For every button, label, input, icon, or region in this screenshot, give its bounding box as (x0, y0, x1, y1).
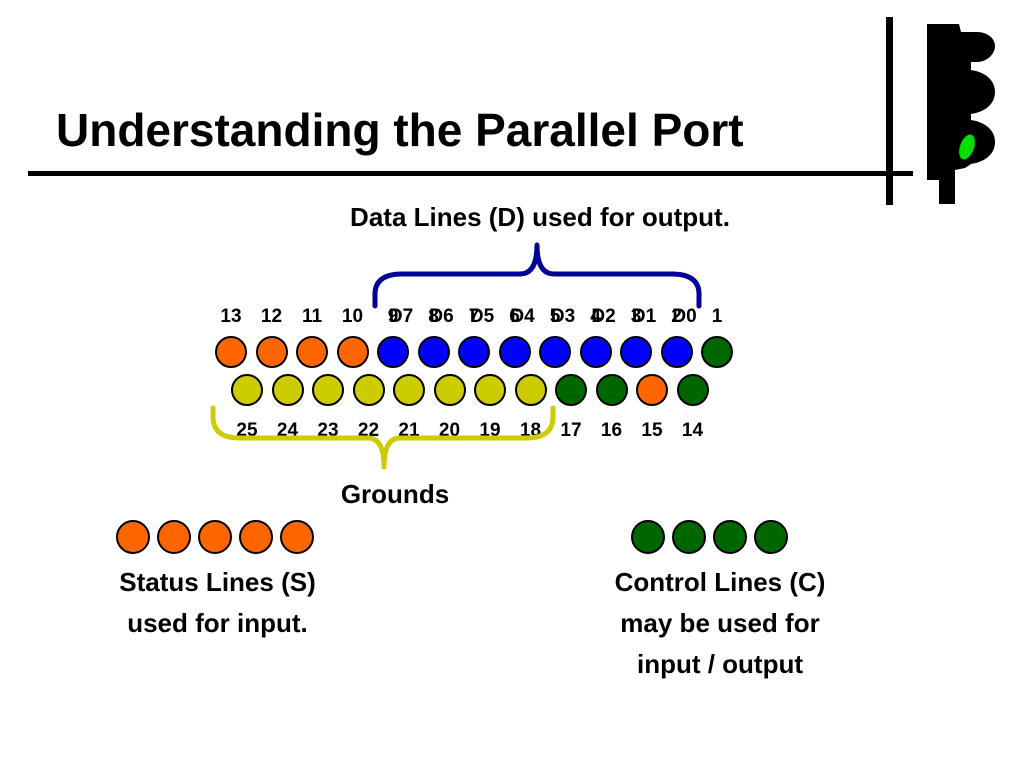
pin-number-label: 3 (630, 306, 642, 327)
pin-circle-status (296, 336, 328, 368)
status-legend-circle (116, 520, 150, 554)
pin-circle-data (498, 336, 531, 368)
data-lines-caption: Data Lines (D) used for output. (350, 202, 730, 232)
control-legend-circle (713, 520, 747, 554)
pin-circle-data (458, 336, 490, 368)
pin-number-label: 8 (428, 306, 439, 327)
pin-number-label: 6 (509, 306, 520, 327)
data-line-label: D5 (469, 306, 495, 327)
pin-circle-status (636, 374, 668, 406)
pin-number-label: 15 (641, 420, 663, 441)
status-lines-caption: Status Lines (S) used for input. (40, 562, 395, 644)
pin-number-label: 4 (590, 306, 601, 327)
control-legend-circle (631, 520, 665, 554)
pin-circle-ground (271, 374, 304, 406)
pin-circle-data (417, 336, 450, 368)
pin-number-label: 17 (560, 420, 582, 441)
control-caption-line: may be used for (620, 608, 820, 638)
status-caption-line: Status Lines (S) (119, 567, 316, 597)
data-line-label: D7 (388, 306, 414, 327)
status-caption-line: used for input. (127, 608, 308, 638)
pin-number-label: 5 (549, 306, 561, 327)
data-line-label: D1 (631, 306, 657, 327)
grounds-caption: Grounds (340, 479, 450, 509)
pin-circle-control (555, 374, 587, 406)
data-line-label: D3 (550, 306, 576, 327)
traffic-light-icon (927, 24, 995, 204)
pin-circle-data (579, 336, 612, 368)
page-title: Understanding the Parallel Port (56, 104, 744, 156)
control-caption-line: input / output (636, 649, 804, 679)
data-line-label: D0 (672, 306, 697, 327)
title-underline (28, 171, 913, 176)
pin-circle-status (215, 336, 247, 368)
pin-number-label: 7 (468, 306, 480, 327)
green-light (957, 132, 977, 162)
pin-number-label: 2 (671, 306, 682, 327)
pin-circle-data (660, 336, 693, 368)
pin-number-label: 12 (260, 306, 283, 327)
pin-circle-status (255, 336, 288, 368)
pin-circle-ground (352, 374, 385, 406)
traffic-light-body (927, 24, 995, 204)
status-legend-circle (239, 520, 273, 554)
pin-circle-data (377, 336, 409, 368)
pin-circle-status (336, 336, 369, 368)
pin-circle-ground (312, 374, 344, 406)
status-legend-circle (198, 520, 232, 554)
pin-number-label: 16 (600, 420, 623, 441)
pin-number-label: 11 (301, 306, 323, 327)
control-legend-circle (754, 520, 788, 554)
pin-circle-data (539, 336, 571, 368)
pin-circle-data (620, 336, 652, 368)
data-line-label: D2 (591, 306, 616, 327)
control-caption-line: Control Lines (C) (614, 567, 826, 597)
pin-number-label: 1 (711, 306, 723, 327)
pin-number-label: 14 (681, 420, 704, 441)
pin-circle-ground (514, 374, 547, 406)
pin-circle-ground (393, 374, 425, 406)
pin-number-label: 9 (387, 306, 399, 327)
status-legend-circle (280, 520, 314, 554)
control-lines-caption: Control Lines (C) may be used for input … (540, 562, 900, 685)
pin-circle-control (595, 374, 628, 406)
pin-circle-control (676, 374, 709, 406)
vertical-divider (886, 17, 893, 205)
data-line-label: D4 (510, 306, 535, 327)
data-lines-brace (372, 242, 702, 309)
pin-circle-control (701, 336, 733, 368)
status-legend-circle (157, 520, 191, 554)
pin-circle-ground (433, 374, 466, 406)
grounds-brace (210, 405, 556, 470)
pin-number-label: 10 (341, 306, 364, 327)
pin-number-label: 13 (220, 306, 242, 327)
pin-circle-ground (231, 374, 263, 406)
control-legend-circle (672, 520, 706, 554)
data-line-label: D6 (429, 306, 454, 327)
pin-circle-ground (474, 374, 506, 406)
